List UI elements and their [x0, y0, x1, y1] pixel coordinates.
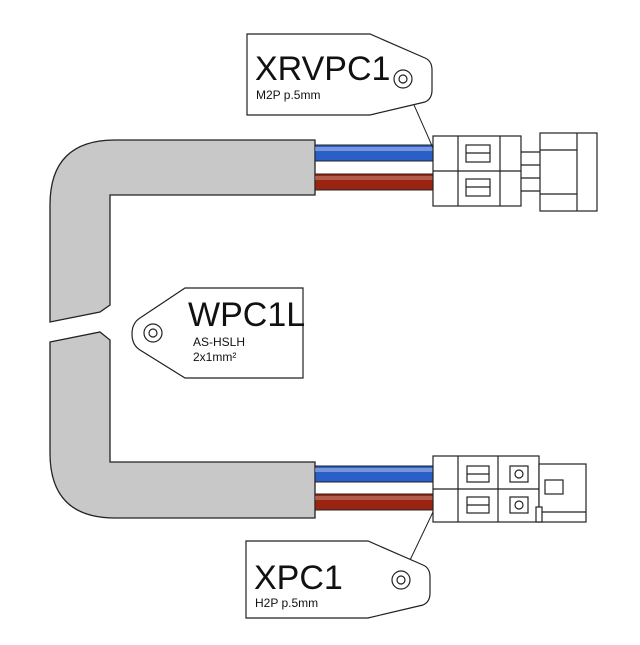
tag-top-detail: M2P p.5mm — [256, 88, 320, 102]
tag-bottom: XPC1 H2P p.5mm — [245, 540, 431, 619]
cable-jacket-lower — [49, 331, 316, 519]
tag-middle-detail-line2: 2x1mm² — [193, 350, 236, 364]
tag-middle: WPC1L AS-HSLH 2x1mm² — [131, 287, 305, 379]
tag-top-name: XRVPC1 — [255, 50, 390, 88]
connector-top — [432, 132, 598, 212]
tag-bottom-name: XPC1 — [254, 559, 343, 597]
cable-jacket-upper — [49, 139, 316, 323]
tag-bottom-detail: H2P p.5mm — [255, 596, 318, 610]
tag-middle-detail-line1: AS-HSLH — [193, 335, 245, 349]
connector-bottom — [432, 455, 587, 523]
tag-middle-name: WPC1L — [188, 296, 305, 334]
bottom-wires — [314, 465, 436, 511]
top-wires — [314, 144, 436, 191]
tag-top: XRVPC1 M2P p.5mm — [246, 33, 433, 116]
